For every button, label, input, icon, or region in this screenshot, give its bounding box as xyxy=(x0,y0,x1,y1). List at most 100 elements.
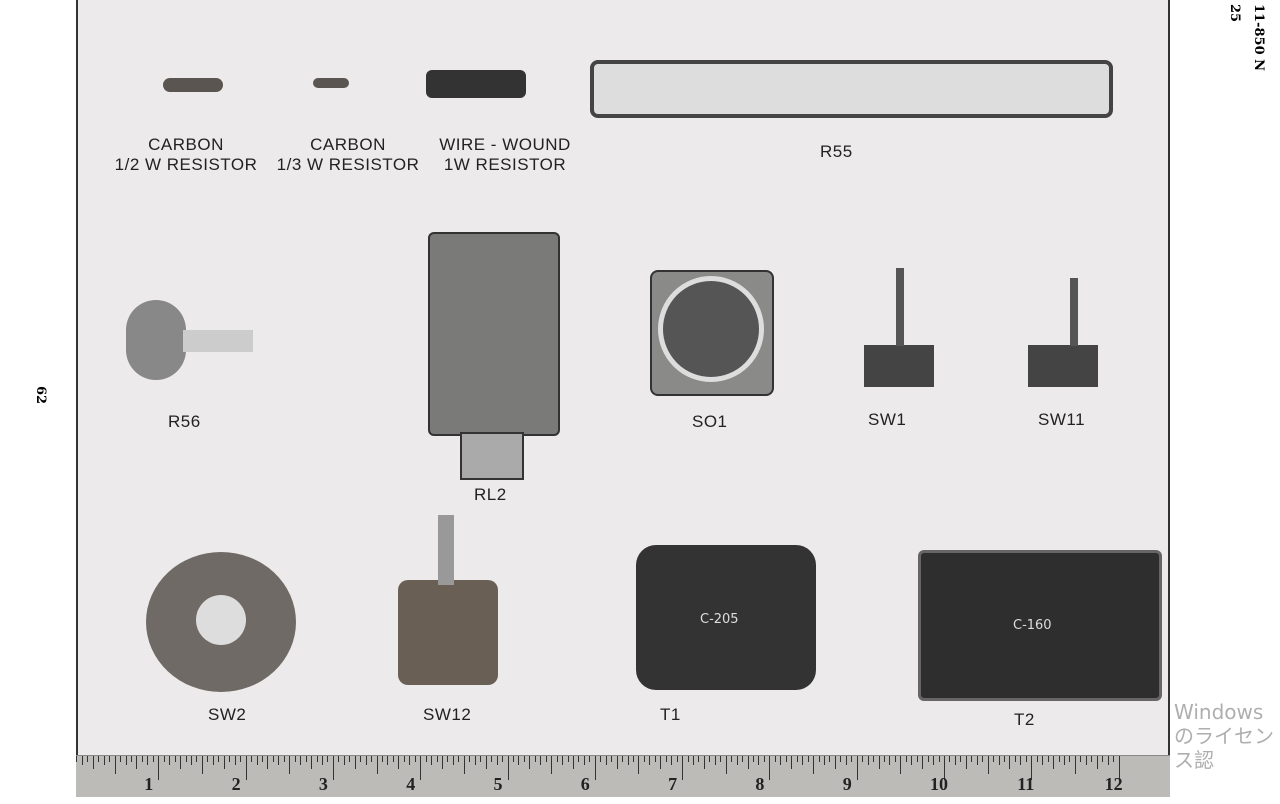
ruler-tick xyxy=(392,756,394,762)
ruler-tick xyxy=(649,756,651,765)
sw12-rotary-switch xyxy=(398,580,498,685)
ruler-tick xyxy=(998,756,1000,765)
ruler-tick xyxy=(1025,756,1027,762)
ruler-tick xyxy=(687,756,689,762)
ruler-tick xyxy=(1042,756,1044,765)
ruler-tick xyxy=(562,756,564,765)
ruler-tick xyxy=(289,756,291,774)
ruler-tick xyxy=(376,756,378,774)
ruler-tick xyxy=(813,756,815,774)
ruler-tick xyxy=(856,756,858,780)
ruler-tick xyxy=(223,756,225,769)
ruler-tick xyxy=(256,756,258,765)
ruler-tick xyxy=(954,756,956,765)
sw12-label: SW12 xyxy=(423,705,472,724)
ruler-number: 7 xyxy=(668,774,678,794)
ruler-tick xyxy=(321,756,323,765)
ruler-tick xyxy=(1102,756,1104,762)
ruler-tick xyxy=(76,756,78,762)
ruler-tick xyxy=(409,756,411,765)
ruler-tick xyxy=(382,756,383,762)
page-number: 62 xyxy=(33,386,48,405)
ruler-tick xyxy=(463,756,465,774)
ruler-tick xyxy=(371,756,373,762)
ruler-tick xyxy=(583,756,585,765)
sw2-label: SW2 xyxy=(208,705,247,724)
sw11-toggle xyxy=(1028,345,1098,387)
ruler-tick xyxy=(556,756,558,762)
ruler-tick xyxy=(862,756,864,762)
ruler-tick xyxy=(431,756,433,765)
ruler-tick xyxy=(518,756,520,765)
ruler-tick xyxy=(261,756,263,762)
ruler-tick xyxy=(911,756,913,765)
ruler-tick xyxy=(1080,756,1082,762)
ruler-tick xyxy=(1074,756,1076,774)
ruler-tick xyxy=(993,756,995,762)
windows-activation-watermark: Windows のライセンス認 xyxy=(1174,700,1274,772)
ruler-tick xyxy=(605,756,607,765)
ruler-tick xyxy=(523,756,525,762)
ruler-tick xyxy=(136,756,138,769)
ruler-tick xyxy=(632,756,634,762)
ruler-tick xyxy=(693,756,694,765)
ruler-tick xyxy=(551,756,553,774)
ruler-tick xyxy=(1091,756,1093,762)
ruler-tick xyxy=(218,756,220,762)
ruler-tick xyxy=(491,756,493,762)
ruler-tick xyxy=(616,756,618,769)
ruler-tick xyxy=(1036,756,1038,762)
ruler-tick xyxy=(965,756,967,769)
ruler-tick xyxy=(638,756,640,774)
ruler-tick xyxy=(141,756,143,762)
ruler-tick xyxy=(714,756,716,765)
ruler-tick xyxy=(436,756,438,762)
ruler-tick xyxy=(240,756,242,762)
ruler-tick xyxy=(720,756,722,762)
ruler-tick xyxy=(414,756,416,762)
ruler-tick xyxy=(185,756,187,762)
ruler-tick xyxy=(442,756,444,769)
ruler-tick xyxy=(654,756,656,762)
ruler-tick xyxy=(883,756,885,762)
ruler-tick xyxy=(109,756,111,762)
ruler-tick xyxy=(916,756,918,762)
ruler-tick xyxy=(425,756,427,762)
ruler-tick xyxy=(332,756,334,780)
ruler-tick xyxy=(343,756,345,765)
ruler-tick xyxy=(354,756,356,769)
ruler-tick xyxy=(278,756,280,765)
ruler-tick xyxy=(769,756,771,780)
ruler-tick xyxy=(420,756,422,780)
ruler-tick xyxy=(703,756,705,769)
ruler-tick xyxy=(725,756,727,774)
ruler-tick xyxy=(163,756,165,762)
ruler-tick xyxy=(272,756,274,762)
ruler-tick xyxy=(512,756,514,762)
ruler-tick xyxy=(840,756,842,762)
ruler-number: 12 xyxy=(1104,774,1123,794)
ruler-tick xyxy=(191,756,193,765)
ruler-tick xyxy=(267,756,269,769)
ruler-tick xyxy=(1031,756,1033,780)
ruler-tick xyxy=(311,756,313,769)
ruler-tick xyxy=(283,756,285,762)
ruler-tick xyxy=(1107,756,1109,765)
ruler-number: 6 xyxy=(580,774,590,794)
ruler-tick xyxy=(889,756,891,765)
ruler-tick xyxy=(469,756,471,762)
ruler-tick xyxy=(251,756,253,762)
ruler-tick xyxy=(502,756,504,762)
ruler-tick xyxy=(316,756,318,762)
ruler-tick xyxy=(676,756,678,762)
ruler-tick xyxy=(1004,756,1006,762)
ruler-tick xyxy=(540,756,542,765)
ruler-tick xyxy=(1113,756,1115,762)
t2-marking: C-160 xyxy=(1013,618,1052,633)
ruler-tick xyxy=(736,756,738,765)
ruler-tick xyxy=(180,756,182,769)
ruler-number: 2 xyxy=(231,774,241,794)
